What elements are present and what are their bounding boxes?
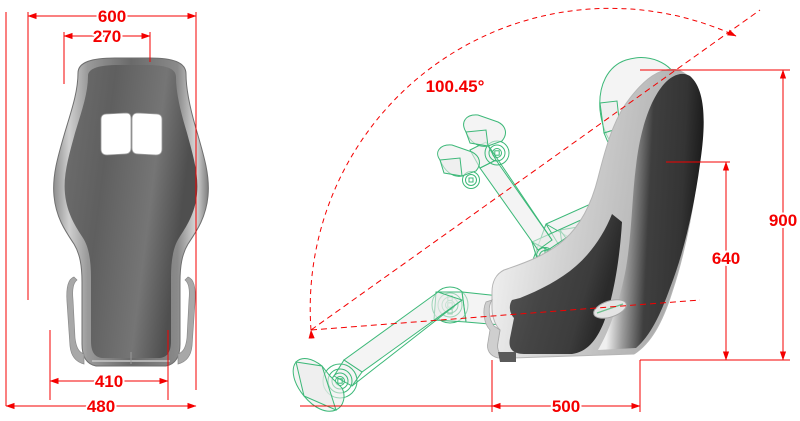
angle-dimension [308,7,761,339]
side-seat-foot-tab [498,352,516,362]
mannequin-lower-leg [343,291,464,373]
dim-900-text: 900 [769,211,797,230]
mannequin-hand-lower-thumb [439,157,463,177]
dim-640-text: 640 [712,249,740,268]
angle-arc [308,7,737,339]
front-seat-pad [64,65,198,358]
front-view [53,57,209,367]
dim-270-text: 270 [93,27,121,46]
dim-600-text: 600 [98,7,126,26]
dim-500-text: 500 [552,397,580,416]
mannequin-forearm [479,159,553,251]
harness-slot-right [131,112,163,156]
side-bolster-left [66,276,85,365]
dim-480-text: 480 [87,397,115,416]
mannequin-foot-sole [295,361,337,411]
side-bolster-right [177,276,196,365]
dim-410-text: 410 [95,372,123,391]
front-dimension-lines [5,12,197,410]
harness-slot-left [100,112,132,156]
angle-text: 100.45° [426,77,485,96]
mannequin-hand-upper-thumb [465,129,489,147]
